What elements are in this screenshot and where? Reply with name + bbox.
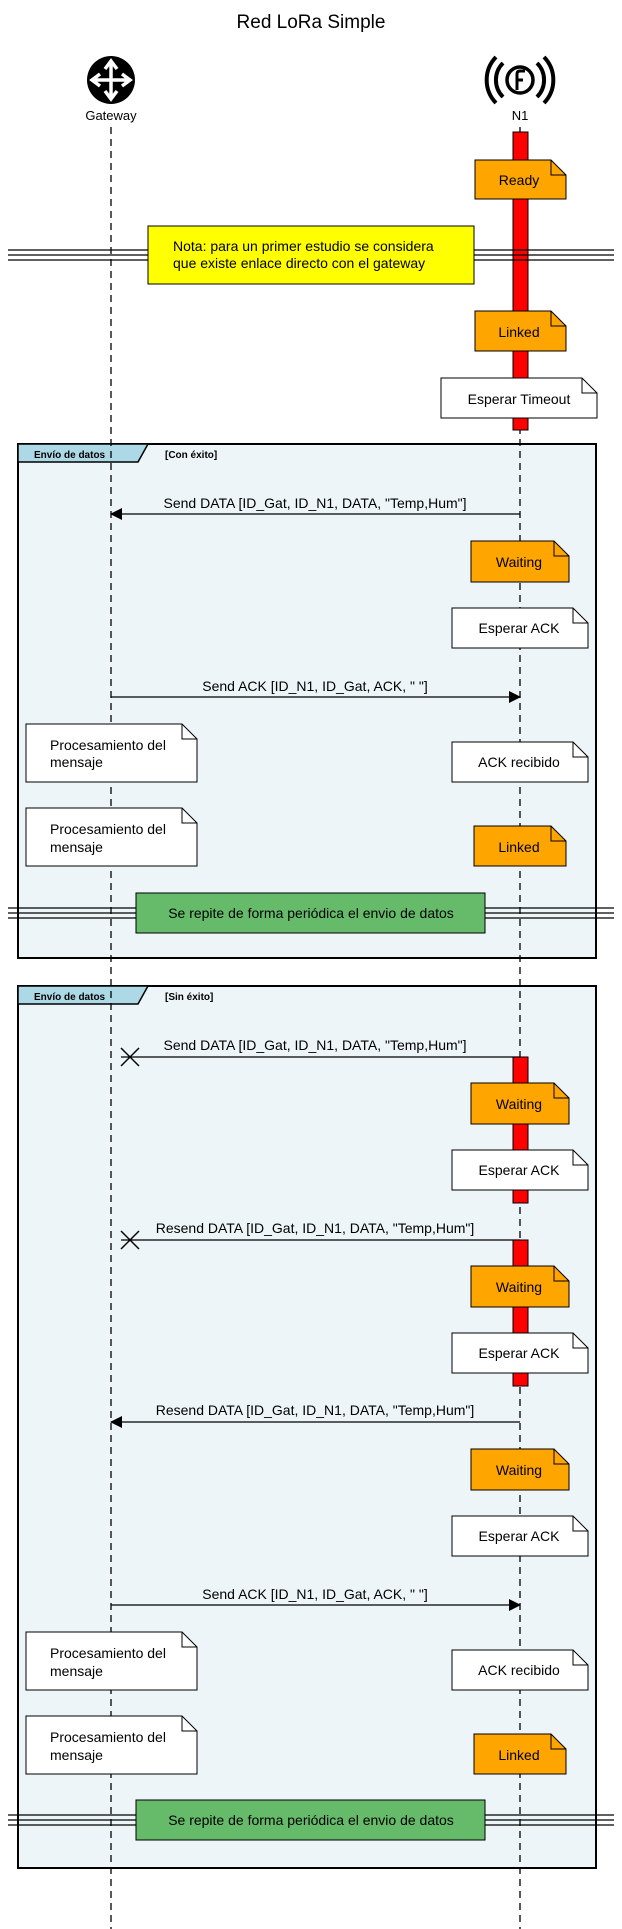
message-send-ack: Send ACK [ID_N1, ID_Gat, ACK, " "]: [111, 678, 521, 703]
group-condition: [Con éxito]: [165, 450, 217, 461]
svg-text:Esperar ACK: Esperar ACK: [479, 1528, 561, 1544]
repeat-divider: Se repite de forma periódica el envio de…: [8, 1799, 614, 1841]
svg-text:Send DATA [ID_Gat, ID_N1, DATA: Send DATA [ID_Gat, ID_N1, DATA, "Temp,Hu…: [164, 495, 467, 511]
intro-divider: Nota: para un primer estudio se consider…: [8, 225, 614, 285]
nota-line1: Nota: para un primer estudio se consider…: [173, 238, 434, 254]
svg-text:Send ACK [ID_N1, ID_Gat, ACK,: Send ACK [ID_N1, ID_Gat, ACK, " "]: [202, 1586, 427, 1602]
participant-n1: N1: [484, 55, 556, 123]
note-ack-recibido: ACK recibido: [451, 741, 589, 783]
svg-text:Se repite de forma periódica e: Se repite de forma periódica el envio de…: [168, 1812, 454, 1828]
svg-text:Send ACK [ID_N1, ID_Gat, ACK,: Send ACK [ID_N1, ID_Gat, ACK, " "]: [202, 678, 427, 694]
note-esperar-ack: Esperar ACK: [451, 1515, 589, 1557]
svg-text:mensaje: mensaje: [50, 839, 103, 855]
note-procesamiento: Procesamiento del mensaje: [25, 1631, 198, 1691]
note-linked: Linked: [473, 1733, 567, 1775]
note-waiting: Waiting: [470, 1448, 570, 1491]
note-procesamiento: Procesamiento del mensaje: [25, 723, 198, 783]
svg-text:Waiting: Waiting: [496, 1279, 542, 1295]
note-waiting: Waiting: [470, 1082, 570, 1125]
svg-text:Esperar ACK: Esperar ACK: [479, 1345, 561, 1361]
svg-text:Linked: Linked: [498, 1747, 539, 1763]
message-resend-data-lost: Resend DATA [ID_Gat, ID_N1, DATA, "Temp,…: [120, 1220, 520, 1250]
svg-text:Linked: Linked: [498, 839, 539, 855]
svg-text:Procesamiento del: Procesamiento del: [50, 1645, 166, 1661]
message-send-data: Send DATA [ID_Gat, ID_N1, DATA, "Temp,Hu…: [110, 495, 520, 520]
group-frame-con-exito: Envío de datos [Con éxito]: [17, 443, 597, 959]
lost-message-icon: [120, 1047, 140, 1067]
note-waiting: Waiting: [470, 540, 570, 583]
message-resend-data: Resend DATA [ID_Gat, ID_N1, DATA, "Temp,…: [110, 1402, 520, 1428]
svg-text:Procesamiento del: Procesamiento del: [50, 737, 166, 753]
note-procesamiento: Procesamiento del mensaje: [25, 807, 198, 867]
diagram-title: Red LoRa Simple: [237, 12, 386, 33]
note-esperar-ack: Esperar ACK: [451, 1332, 589, 1374]
participant-label: N1: [512, 108, 529, 123]
group-condition: [Sin éxito]: [165, 992, 213, 1003]
wireless-node-icon: [484, 55, 556, 105]
note-esperar-ack: Esperar ACK: [451, 1149, 589, 1191]
note-procesamiento: Procesamiento del mensaje: [25, 1715, 198, 1775]
message-send-ack: Send ACK [ID_N1, ID_Gat, ACK, " "]: [111, 1586, 521, 1611]
router-icon: [87, 56, 135, 104]
participant-gateway: Gateway: [85, 56, 137, 123]
svg-text:Esperar ACK: Esperar ACK: [479, 1162, 561, 1178]
svg-text:mensaje: mensaje: [50, 1747, 103, 1763]
svg-text:Esperar Timeout: Esperar Timeout: [468, 391, 571, 407]
svg-text:Resend DATA [ID_Gat, ID_N1, DA: Resend DATA [ID_Gat, ID_N1, DATA, "Temp,…: [156, 1402, 475, 1418]
note-waiting: Waiting: [470, 1265, 570, 1308]
svg-text:Linked: Linked: [498, 324, 539, 340]
note-esperar-ack: Esperar ACK: [451, 607, 589, 649]
activation-bar: [512, 131, 529, 431]
svg-text:Procesamiento del: Procesamiento del: [50, 1729, 166, 1745]
note-esperar-timeout: Esperar Timeout: [440, 377, 598, 419]
svg-text:ACK recibido: ACK recibido: [478, 1662, 560, 1678]
note-linked: Linked: [473, 825, 567, 867]
svg-text:Esperar ACK: Esperar ACK: [479, 620, 561, 636]
message-send-data-lost: Send DATA [ID_Gat, ID_N1, DATA, "Temp,Hu…: [120, 1037, 520, 1067]
svg-text:Procesamiento del: Procesamiento del: [50, 821, 166, 837]
group-tab-label: Envío de datos: [34, 450, 106, 461]
svg-text:Waiting: Waiting: [496, 1462, 542, 1478]
svg-text:Ready: Ready: [499, 172, 539, 188]
group-tab-label: Envío de datos: [34, 992, 106, 1003]
repeat-divider: Se repite de forma periódica el envio de…: [8, 892, 614, 934]
note-ack-recibido: ACK recibido: [451, 1649, 589, 1691]
nota-note: [147, 225, 475, 285]
svg-text:Waiting: Waiting: [496, 554, 542, 570]
lost-message-icon: [120, 1230, 140, 1250]
svg-text:ACK recibido: ACK recibido: [478, 754, 560, 770]
note-ready: Ready: [474, 159, 567, 200]
svg-text:Resend DATA [ID_Gat, ID_N1, DA: Resend DATA [ID_Gat, ID_N1, DATA, "Temp,…: [156, 1220, 475, 1236]
svg-text:mensaje: mensaje: [50, 1663, 103, 1679]
svg-text:mensaje: mensaje: [50, 754, 103, 770]
nota-line2: que existe enlace directo con el gateway: [173, 255, 425, 271]
svg-text:Se repite de forma periódica e: Se repite de forma periódica el envio de…: [168, 905, 454, 921]
svg-text:Send DATA [ID_Gat, ID_N1, DATA: Send DATA [ID_Gat, ID_N1, DATA, "Temp,Hu…: [164, 1037, 467, 1053]
svg-text:Waiting: Waiting: [496, 1096, 542, 1112]
note-linked: Linked: [474, 310, 567, 352]
participant-label: Gateway: [85, 108, 137, 123]
